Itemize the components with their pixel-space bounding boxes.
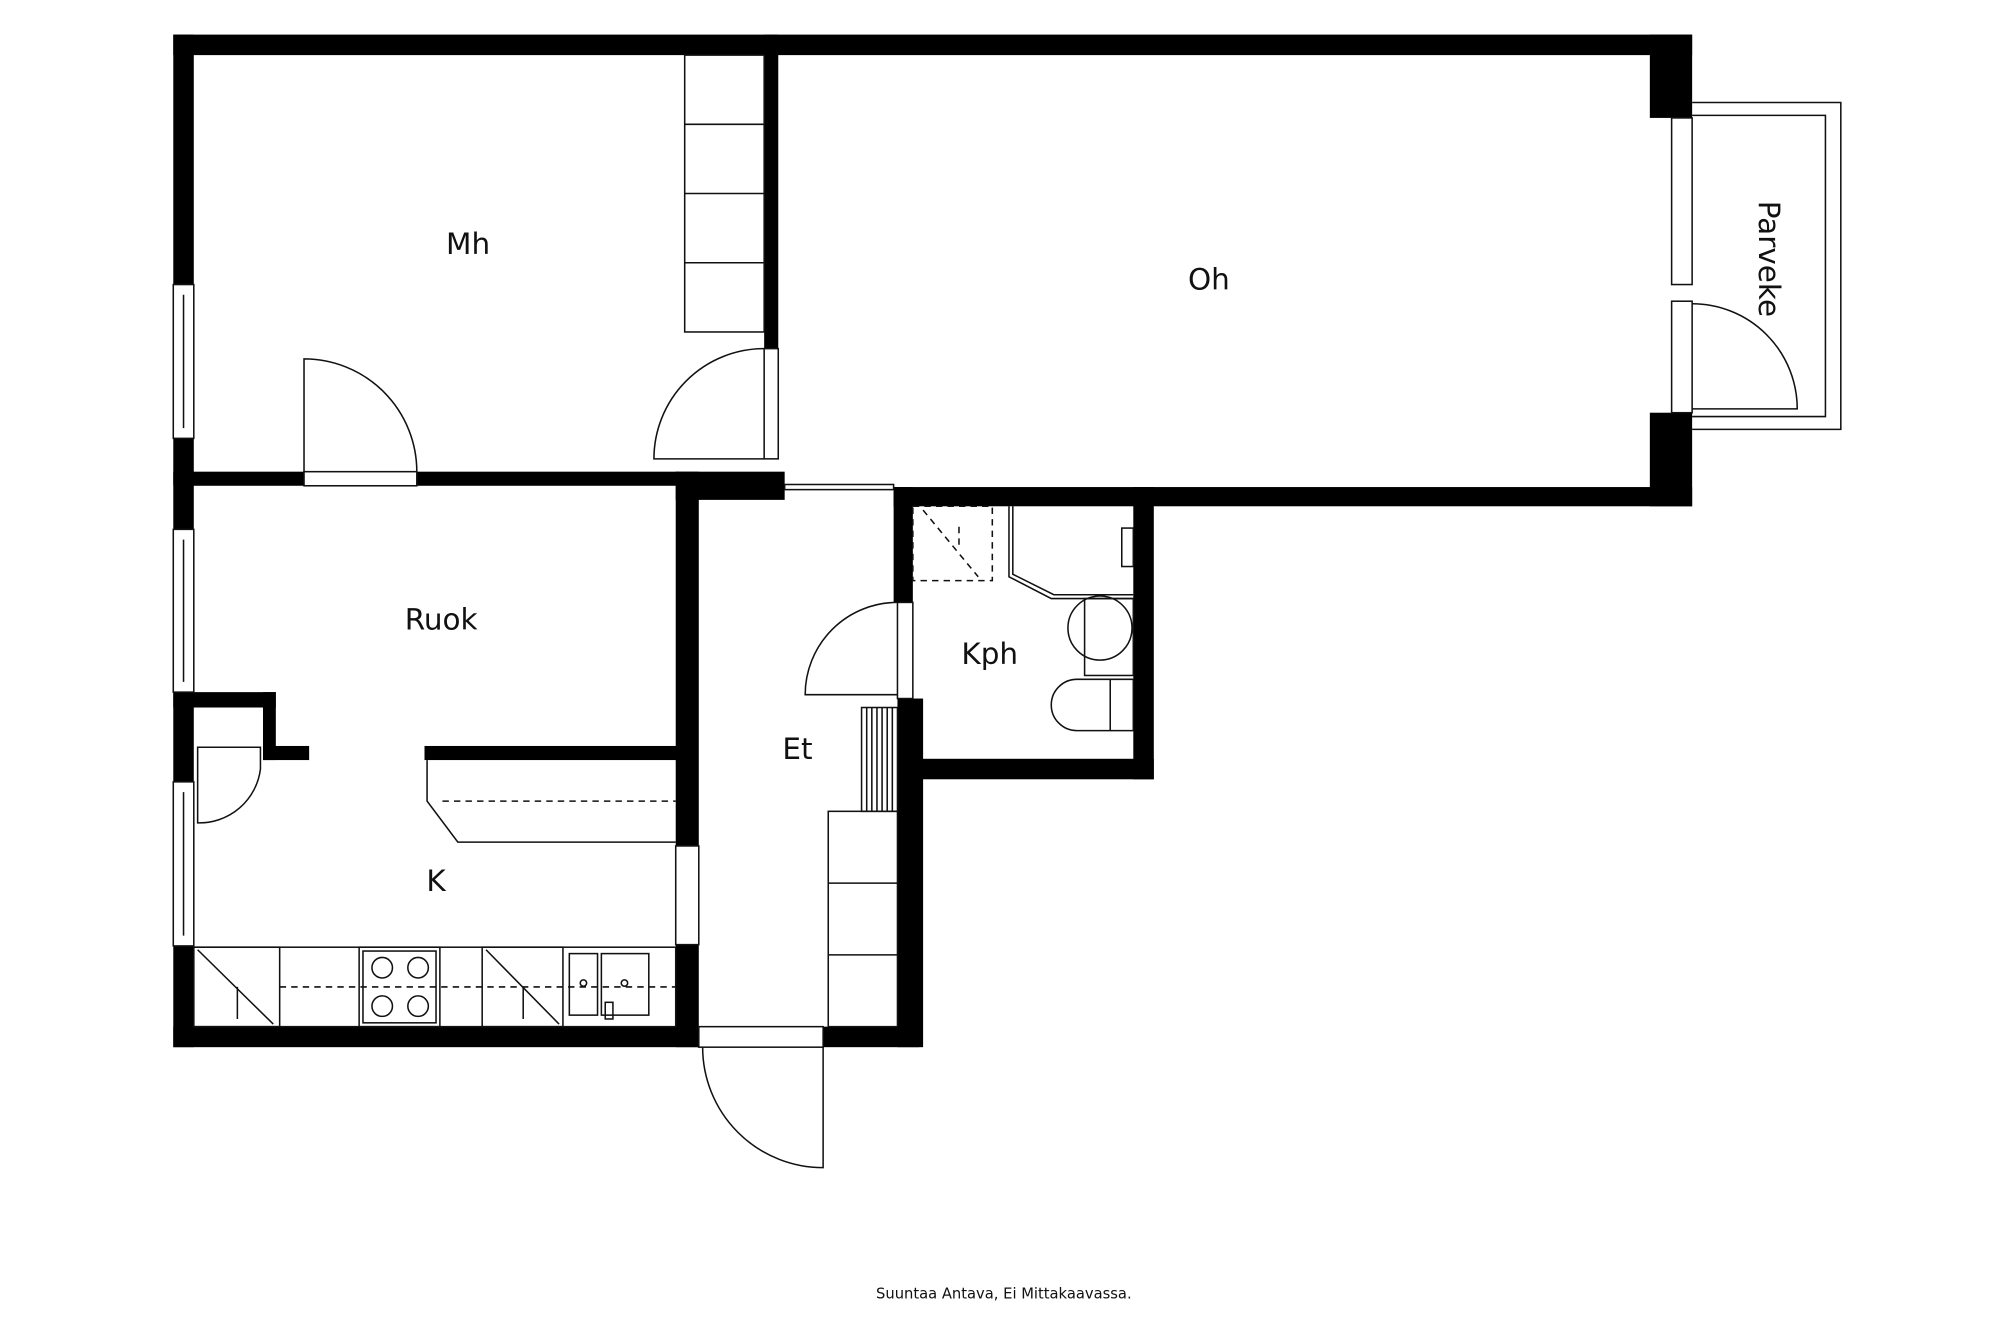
room-label-kitchen: K — [426, 864, 446, 898]
doors — [196, 303, 1799, 1169]
room-label-bedroom: Mh — [446, 227, 490, 261]
room-label-living-room: Oh — [1188, 263, 1230, 297]
room-label-bathroom: Kph — [961, 637, 1018, 671]
footer-note: Suuntaa Antava, Ei Mittakaavassa. — [876, 1285, 1132, 1302]
wardrobes — [683, 54, 899, 1028]
bathroom-fixtures — [912, 505, 1135, 732]
room-labels: Mh Oh Parveke Ruok K Et Kph — [405, 201, 1786, 898]
room-label-hallway: Et — [782, 732, 812, 766]
room-label-dining: Ruok — [405, 602, 478, 636]
balcony — [1692, 101, 1842, 431]
windows — [172, 117, 1693, 947]
walls — [173, 34, 1693, 1048]
kitchen-fixtures — [193, 760, 677, 1028]
room-label-balcony: Parveke — [1752, 201, 1786, 317]
